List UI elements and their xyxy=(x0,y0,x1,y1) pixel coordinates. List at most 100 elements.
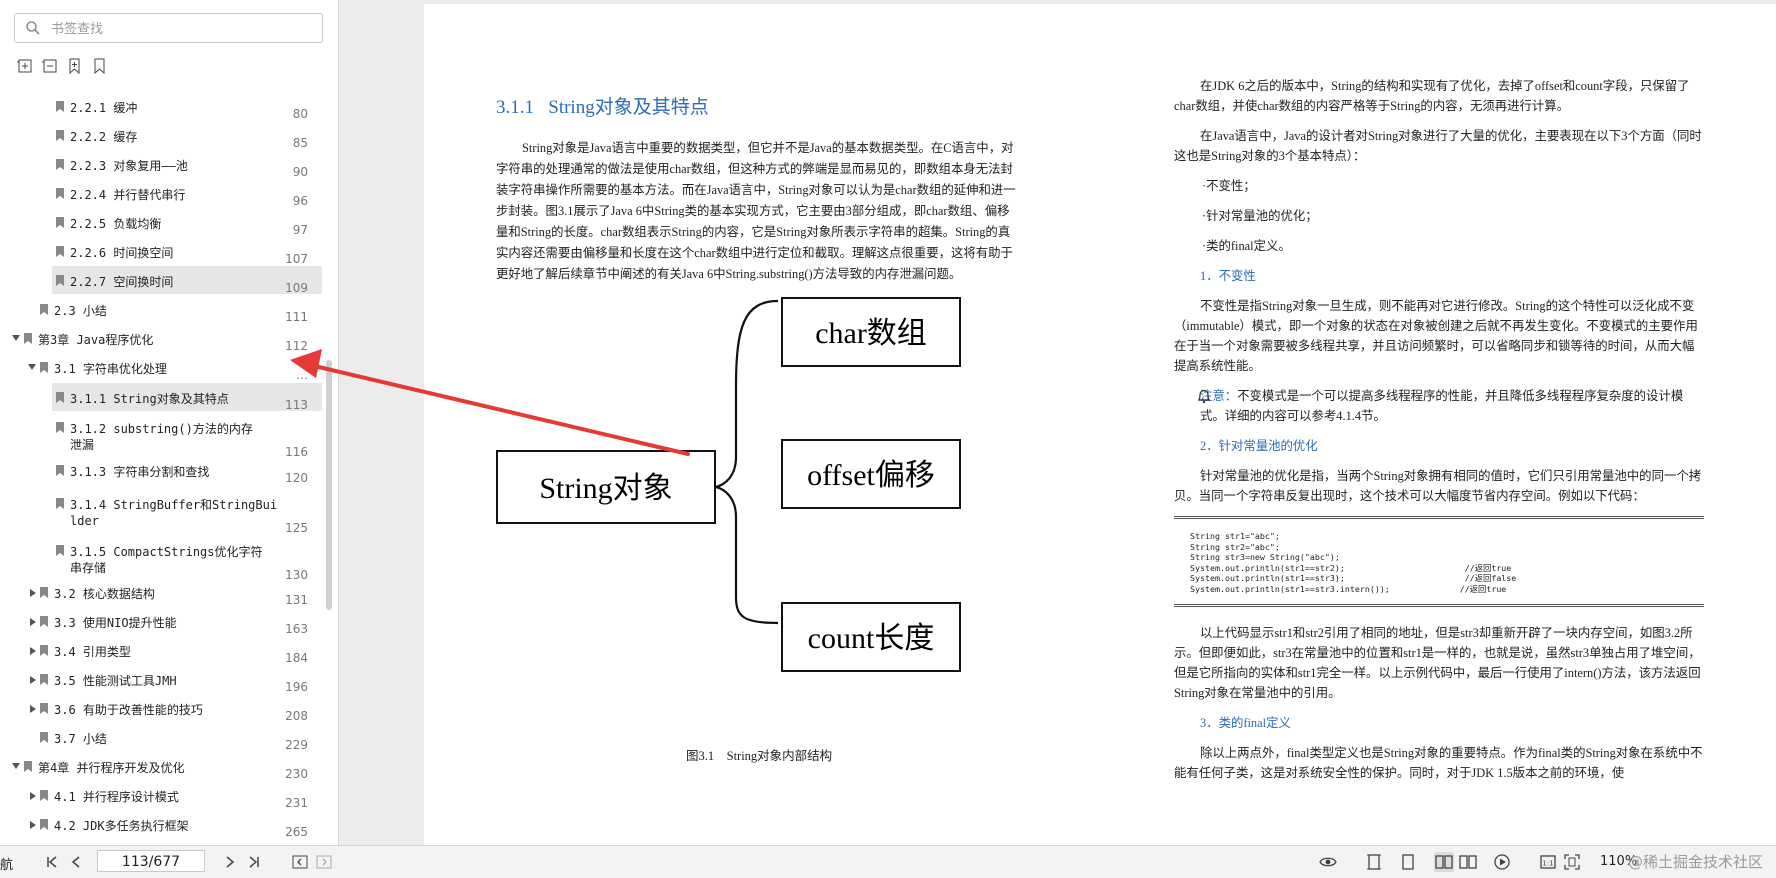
last-page-icon[interactable] xyxy=(244,852,264,872)
bookmark-search-input[interactable] xyxy=(49,18,313,40)
bookmark-icon xyxy=(56,498,64,509)
toc-page: 196 xyxy=(285,680,308,694)
toc-label: 2.2.7 空间换时间 xyxy=(70,275,174,289)
diagram-box-char xyxy=(781,297,961,367)
bookmark-icon xyxy=(56,545,64,556)
code-block: String str1="abc"; String str2="abc"; St… xyxy=(1174,516,1704,607)
note-block: 注意：不变模式是一个可以提高多线程程序的性能，并且降低多线程程序复杂度的设计模式… xyxy=(1174,386,1704,426)
collapsed-triangle-icon[interactable] xyxy=(30,618,36,626)
fit-page-icon[interactable] xyxy=(1562,852,1582,872)
toc-label: 3.5 性能测试工具JMH xyxy=(54,674,177,688)
collapsed-triangle-icon[interactable] xyxy=(30,792,36,800)
back-icon[interactable] xyxy=(290,852,310,872)
diagram-label-char: char数组 xyxy=(815,317,927,350)
bookmark-icon xyxy=(40,674,48,685)
body-paragraph: 在JDK 6之后的版本中，String的结构和实现有了优化，去掉了offset和… xyxy=(1174,79,1690,113)
bookmark-icon xyxy=(56,130,64,141)
document-page: 3.1.1 String对象及其特点 String对象是Java语言中重要的数据… xyxy=(424,4,1776,845)
diagram-label-string: String对象 xyxy=(539,472,672,505)
toc-label-wrap: 泄漏 xyxy=(70,438,95,452)
toc-label: 3.1.1 String对象及其特点 xyxy=(70,392,229,406)
section-title: 3.1.1 String对象及其特点 xyxy=(496,92,709,119)
single-page-continuous-icon[interactable] xyxy=(1398,852,1418,872)
bookmark-icon xyxy=(56,101,64,112)
toc-label: 3.6 有助于改善性能的技巧 xyxy=(54,703,203,717)
page-number-field[interactable]: 113/677 xyxy=(97,850,205,872)
collapsed-triangle-icon[interactable] xyxy=(30,589,36,597)
diagram-brace xyxy=(715,299,779,625)
bookmark-icon xyxy=(40,703,48,714)
toc-label-wrap: 串存储 xyxy=(70,561,107,575)
read-mode-eye-icon[interactable] xyxy=(1318,852,1338,872)
expanded-triangle-icon[interactable] xyxy=(12,763,20,769)
section-heading: String对象及其特点 xyxy=(548,97,709,118)
zoom-level[interactable]: 110% xyxy=(1600,854,1638,869)
toc-label: 3.1.2 substring()方法的内存 xyxy=(70,422,253,436)
two-page-continuous-icon[interactable] xyxy=(1458,852,1478,872)
prev-page-icon[interactable] xyxy=(66,852,86,872)
bullet-item: ·不变性； xyxy=(1202,179,1256,193)
bookmark-icon xyxy=(40,819,48,830)
bookmark-icon xyxy=(56,422,64,433)
play-icon[interactable] xyxy=(1492,852,1512,872)
bookmark-search-box[interactable] xyxy=(14,13,323,43)
string-structure-diagram: String对象 char数组 offset偏移 count长度 xyxy=(496,297,961,672)
toc-label: 第3章 Java程序优化 xyxy=(38,333,154,347)
expanded-triangle-icon[interactable] xyxy=(28,364,36,370)
toc-page: 163 xyxy=(285,622,308,636)
bookmark-icon xyxy=(40,616,48,627)
expand-all-icon[interactable] xyxy=(16,57,34,75)
actual-size-icon[interactable]: 1:1 xyxy=(1538,852,1558,872)
bottom-toolbar: 航 113/677 1:1 110% @稀土掘金技术社区 xyxy=(0,845,1776,878)
diagram-box-count xyxy=(781,602,961,672)
toc-label: 3.2 核心数据结构 xyxy=(54,587,155,601)
toc-label-wrap: lder xyxy=(70,514,99,528)
toc-page: 109 xyxy=(285,281,308,295)
toc-page: … xyxy=(296,368,308,382)
diagram-box-offset xyxy=(781,439,961,509)
section-number: 3.1.1 xyxy=(496,97,534,118)
toc-label: 2.3 小结 xyxy=(54,304,107,318)
first-page-icon[interactable] xyxy=(42,852,62,872)
toc-page: 229 xyxy=(285,738,308,752)
diagram-label-offset: offset偏移 xyxy=(807,459,935,492)
bookmark-sidebar: 2.2.1 缓冲 80 2.2.2 缓存 85 2.2.3 对象复用——池 90… xyxy=(0,0,339,845)
diagram-label-count: count长度 xyxy=(808,622,935,655)
bookmark-icon xyxy=(56,217,64,228)
two-page-icon[interactable] xyxy=(1434,852,1454,872)
bookmark-icon xyxy=(40,587,48,598)
toc-page: 125 xyxy=(285,521,308,535)
toc-label: 2.2.4 并行替代串行 xyxy=(70,188,186,202)
body-paragraph: 以上代码显示str1和str2引用了相同的地址，但是str3却重新开辟了一块内存… xyxy=(1174,626,1701,700)
toc-label: 4.1 并行程序设计模式 xyxy=(54,790,179,804)
diagram-box-string xyxy=(496,450,716,524)
toc-page: 85 xyxy=(292,136,308,150)
add-bookmark-icon[interactable] xyxy=(66,57,84,75)
bookmark-icon xyxy=(56,392,64,403)
collapsed-triangle-icon[interactable] xyxy=(30,821,36,829)
bookmark-icon xyxy=(56,275,64,286)
sidebar-scrollbar[interactable] xyxy=(326,360,332,610)
body-paragraph: 除以上两点外，final类型定义也是String对象的重要特点。作为final类… xyxy=(1174,746,1703,780)
bookmark-icon xyxy=(56,465,64,476)
single-page-icon[interactable] xyxy=(1364,852,1384,872)
toc-page: 97 xyxy=(292,223,308,237)
collapse-all-icon[interactable] xyxy=(41,57,59,75)
row-highlight xyxy=(52,266,322,294)
toc-label: 3.4 引用类型 xyxy=(54,645,131,659)
bookmark-icon xyxy=(56,188,64,199)
next-page-icon[interactable] xyxy=(220,852,240,872)
collapsed-triangle-icon[interactable] xyxy=(30,705,36,713)
toc-page: 80 xyxy=(292,107,308,121)
toc-page: 120 xyxy=(285,471,308,485)
toc-page: 107 xyxy=(285,252,308,266)
collapsed-triangle-icon[interactable] xyxy=(30,647,36,655)
subsection-heading: 1．不变性 xyxy=(1200,269,1256,283)
body-paragraph: 在Java语言中，Java的设计者对String对象进行了大量的优化，主要表现在… xyxy=(1174,129,1702,163)
bookmark-icon[interactable] xyxy=(91,57,109,75)
forward-icon[interactable] xyxy=(314,852,334,872)
toc-page: 96 xyxy=(292,194,308,208)
collapsed-triangle-icon[interactable] xyxy=(30,676,36,684)
expanded-triangle-icon[interactable] xyxy=(12,335,20,341)
toc-label: 2.2.3 对象复用——池 xyxy=(70,159,188,173)
